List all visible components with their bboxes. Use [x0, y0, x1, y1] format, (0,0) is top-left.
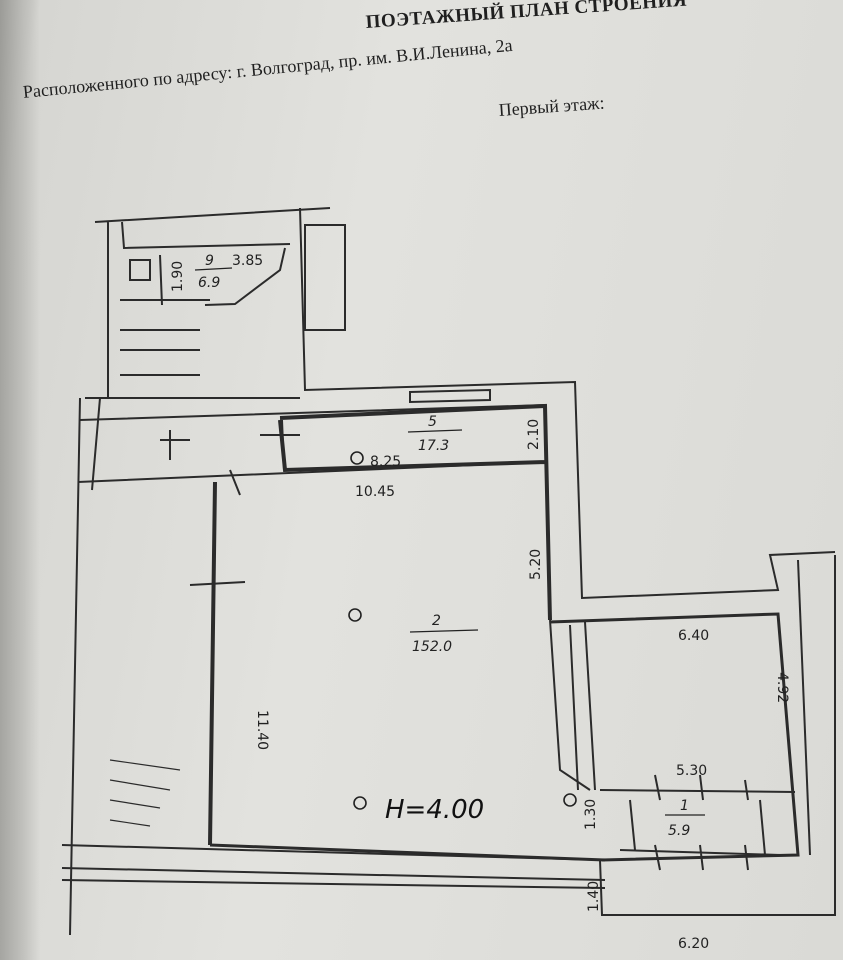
fraction-line — [194, 267, 233, 271]
dim-190: 1.90 — [170, 261, 186, 292]
window-annex — [304, 224, 346, 331]
room-1-area: 5.9 — [668, 823, 690, 839]
main-hall-right-wall — [549, 619, 591, 791]
room-1-number: 1 — [680, 798, 689, 814]
dim-825: 8.25 — [370, 454, 401, 470]
dim-385: 3.85 — [232, 253, 263, 269]
dim-130: 1.30 — [583, 799, 599, 830]
dim-210: 2.10 — [526, 419, 542, 450]
porch-right — [797, 559, 811, 856]
hall-door — [189, 469, 246, 586]
room-9-number: 9 — [205, 253, 214, 269]
annex-inner-wall — [121, 221, 291, 306]
right-room-inner — [569, 621, 596, 791]
porch — [599, 555, 836, 916]
dim-640: 6.40 — [678, 628, 709, 644]
dim-620: 6.20 — [678, 936, 709, 952]
point-marker — [563, 793, 577, 807]
ceiling-height-label: H=4.00 — [385, 795, 484, 825]
point-marker — [350, 451, 364, 465]
room-9-area: 6.9 — [198, 275, 220, 291]
dim-140: 1.40 — [586, 881, 602, 912]
room-2-number: 2 — [432, 613, 441, 629]
outer-left-wall — [69, 397, 101, 936]
right-room-walls[interactable] — [549, 612, 800, 862]
corridor-doors — [160, 419, 300, 471]
fraction-line — [407, 429, 463, 433]
room-5-number: 5 — [428, 414, 437, 430]
dim-1045: 10.45 — [355, 484, 395, 500]
dim-530: 5.30 — [676, 763, 707, 779]
dim-520: 5.20 — [528, 549, 544, 580]
dim-492: 4.92 — [774, 672, 790, 703]
room-5-area: 17.3 — [418, 438, 449, 454]
fraction-line — [409, 629, 479, 633]
dim-1140: 11.40 — [254, 710, 270, 750]
annex-outline — [85, 207, 836, 600]
facade-band — [61, 844, 606, 889]
point-marker — [348, 608, 362, 622]
point-marker — [353, 796, 367, 810]
stairs-annex — [120, 259, 210, 376]
main-hall-walls[interactable] — [208, 403, 552, 846]
room-2-area: 152.0 — [412, 639, 452, 655]
vestibule-ticks — [619, 774, 781, 871]
vestibule-walls — [599, 789, 796, 856]
paper-shadow — [0, 0, 40, 960]
left-hatch — [109, 759, 181, 827]
